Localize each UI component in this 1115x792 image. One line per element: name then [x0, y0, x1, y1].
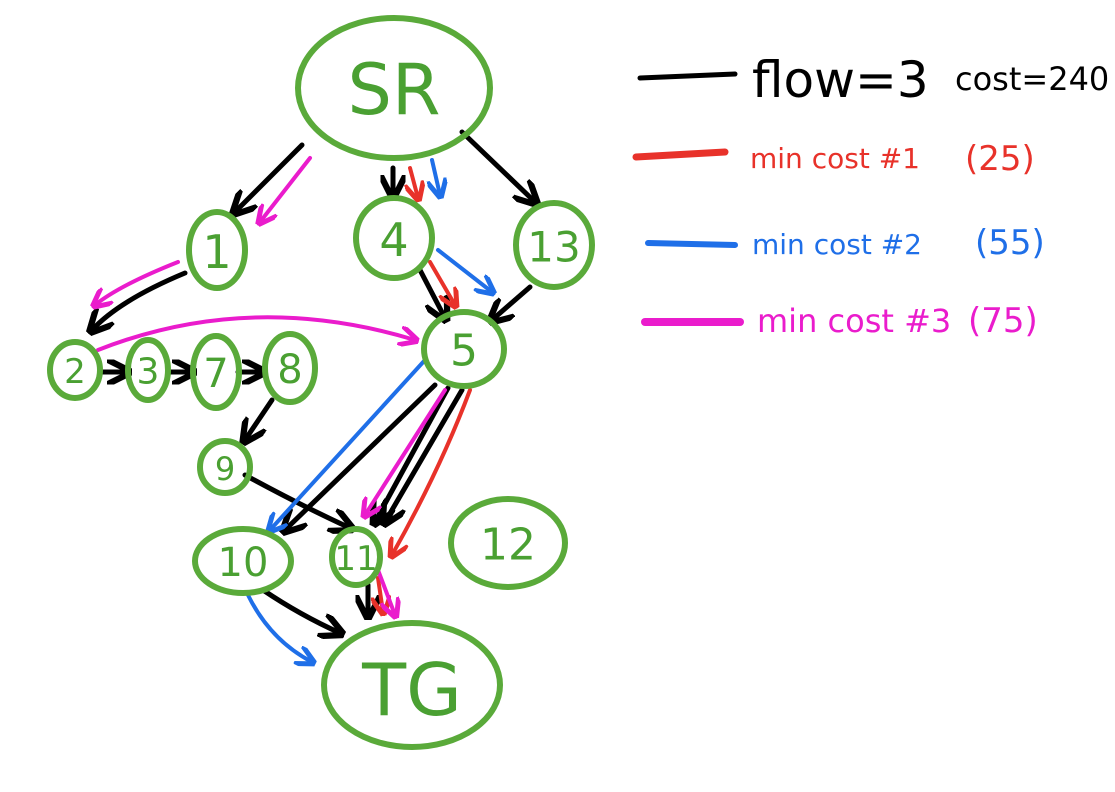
- node-2: 2: [47, 339, 103, 401]
- node-1: 1: [186, 209, 248, 291]
- edge-13-5: [492, 284, 533, 320]
- node-3-label: 3: [137, 352, 160, 393]
- node-12-label: 12: [480, 520, 536, 571]
- node-8-label: 8: [277, 347, 302, 393]
- node-tg-label: TG: [361, 648, 462, 732]
- node-3: 3: [125, 337, 171, 403]
- path3-1-2: [95, 260, 180, 305]
- path3-2-5: [96, 315, 415, 352]
- edge-1-2: [92, 270, 188, 330]
- node-10: 10: [192, 526, 294, 596]
- flow-edges: [92, 129, 535, 633]
- edge-8-9: [245, 397, 275, 440]
- path3-edges: [95, 156, 447, 615]
- path3-5-11: [365, 388, 447, 515]
- edge-4-5: [417, 267, 445, 318]
- legend-path1-line: [632, 148, 729, 161]
- node-13: 13: [513, 200, 595, 290]
- path1-edges: [378, 166, 472, 612]
- node-7-label: 7: [203, 351, 228, 397]
- node-7: 7: [190, 333, 242, 411]
- legend-path3-value: (75): [968, 301, 1038, 341]
- path1-sr-4: [410, 166, 418, 198]
- node-10-label: 10: [218, 540, 269, 586]
- node-9-label: 9: [215, 450, 235, 488]
- path2-10-tg: [246, 593, 312, 662]
- node-sr-label: SR: [347, 49, 440, 131]
- path1-5-11: [392, 388, 472, 555]
- legend-cost-text: cost=240: [955, 60, 1109, 98]
- node-5-label: 5: [450, 326, 478, 377]
- legend-path1-value: (25): [965, 139, 1035, 179]
- path3-11-tg: [376, 568, 395, 615]
- node-11-label: 11: [334, 539, 377, 579]
- node-13-label: 13: [527, 223, 580, 272]
- node-4: 4: [353, 195, 435, 281]
- node-12: 12: [448, 496, 568, 590]
- node-4-label: 4: [379, 213, 408, 267]
- path2-4-5: [436, 248, 492, 292]
- node-sr: SR: [295, 15, 493, 161]
- node-8: 8: [262, 331, 318, 405]
- legend: flow=3 cost=240 min cost #1 (25) min cos…: [632, 51, 1109, 341]
- legend-flow-text: flow=3: [752, 51, 929, 109]
- path2-edges: [246, 158, 492, 662]
- edge-5-10: [285, 382, 438, 530]
- path1-4-5: [428, 260, 455, 305]
- path2-5-10: [270, 358, 427, 530]
- legend-flow-line: [637, 71, 738, 81]
- node-11: 11: [329, 526, 383, 588]
- legend-path2-label: min cost #2: [752, 228, 922, 261]
- edge-5-11b: [385, 387, 465, 522]
- node-2-label: 2: [64, 352, 86, 392]
- legend-path2-value: (55): [975, 223, 1045, 263]
- legend-path3-label: min cost #3: [757, 302, 951, 340]
- path3-sr-1: [260, 156, 312, 222]
- node-1-label: 1: [202, 225, 231, 279]
- node-9: 9: [197, 438, 253, 496]
- edge-9-11: [242, 472, 350, 528]
- node-tg: TG: [321, 620, 503, 750]
- edge-10-tg: [260, 587, 340, 633]
- legend-path2-line: [645, 240, 738, 248]
- legend-path1-label: min cost #1: [750, 142, 920, 175]
- edge-sr-1: [235, 142, 305, 212]
- node-5: 5: [421, 309, 507, 389]
- path2-sr-4: [432, 158, 440, 195]
- edge-sr-13: [459, 129, 535, 202]
